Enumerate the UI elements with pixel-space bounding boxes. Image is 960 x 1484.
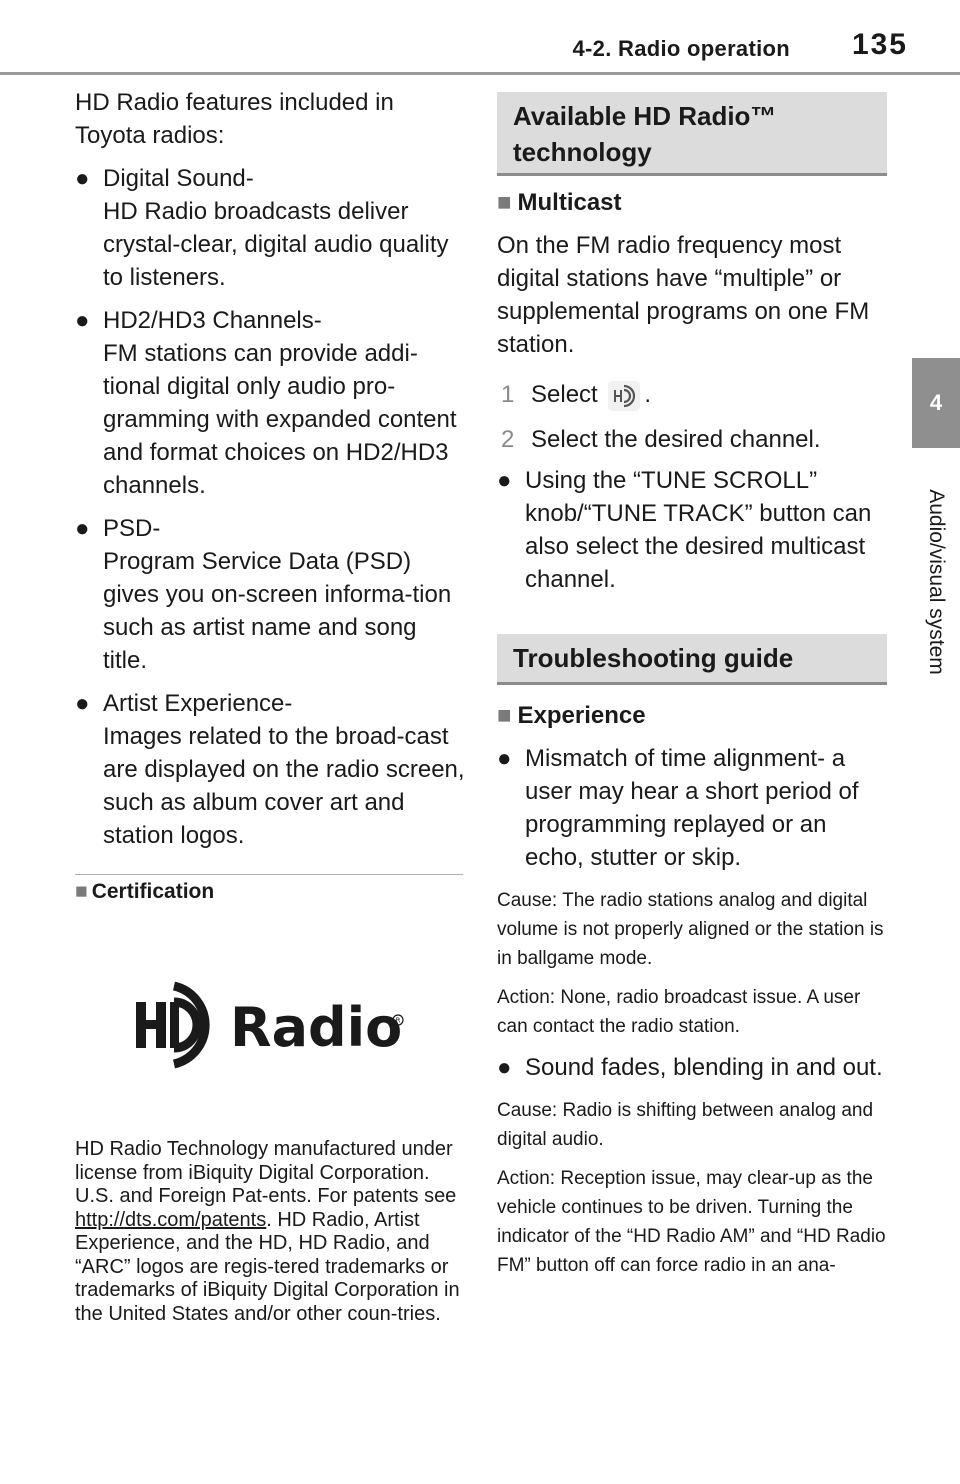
experience-heading-text: Experience (517, 702, 646, 729)
chapter-label-text: Audio/visual system (925, 489, 949, 675)
chapter-label: Audio/visual system (916, 462, 956, 702)
feature-item: ● Digital Sound- HD Radio broadcasts del… (75, 162, 465, 294)
multicast-heading-text: Multicast (517, 189, 622, 216)
feature-item: ● HD2/HD3 Channels- FM stations can prov… (75, 304, 465, 502)
square-icon: ■ (497, 189, 512, 216)
step-number: 1 (501, 381, 515, 408)
step-1: 1 Select . (497, 378, 887, 411)
bullet-icon: ● (75, 690, 90, 717)
square-icon: ■ (75, 880, 88, 903)
issue-action: Action: None, radio broadcast issue. A u… (497, 987, 861, 1037)
page-number: 135 (851, 28, 908, 61)
issue-text: Sound fades, blending in and out. (525, 1054, 883, 1081)
hd-radio-logo: Radio R (136, 981, 404, 1069)
bullet-icon: ● (75, 515, 90, 542)
step-text: Select the desired channel. (531, 426, 821, 453)
experience-heading: ■Experience (497, 699, 887, 732)
patents-link[interactable]: http://dts.com/patents (75, 1208, 267, 1231)
certification-divider (75, 874, 463, 875)
multicast-description: On the FM radio frequency most digital s… (497, 232, 870, 358)
feature-body: FM stations can provide addi-tional digi… (103, 340, 457, 499)
issue-item: ● Mismatch of time alignment- a user may… (497, 742, 887, 874)
section-heading-troubleshooting: Troubleshooting guide (497, 634, 887, 685)
svg-text:Radio: Radio (230, 996, 402, 1059)
hd-icon (608, 380, 641, 411)
feature-title: Digital Sound- (103, 165, 254, 192)
step-number: 2 (501, 426, 515, 453)
feature-body: HD Radio broadcasts deliver crystal-clea… (103, 198, 449, 291)
certification-heading: ■Certification (75, 880, 214, 904)
issue-cause: Cause: The radio stations analog and dig… (497, 890, 884, 969)
feature-title: Artist Experience- (103, 690, 293, 717)
feature-body: Images related to the broad-cast are dis… (103, 723, 465, 849)
bullet-icon: ● (75, 307, 90, 334)
bullet-icon: ● (497, 467, 512, 494)
right-column: Available HD Radio™ technology ■Multicas… (497, 92, 887, 1280)
issue-text: Mismatch of time alignment- a user may h… (525, 745, 859, 871)
multicast-note-text: Using the “TUNE SCROLL” knob/“TUNE TRACK… (525, 467, 872, 593)
issue-cause: Cause: Radio is shifting between analog … (497, 1100, 874, 1150)
section-heading-hd-technology: Available HD Radio™ technology (497, 92, 887, 176)
feature-title: HD2/HD3 Channels- (103, 307, 322, 334)
certification-legal-text: HD Radio Technology manufactured under l… (75, 1138, 463, 1326)
certification-heading-text: Certification (91, 880, 215, 903)
issue-action: Action: Reception issue, may clear-up as… (497, 1168, 886, 1276)
legal-text-part2: . HD Radio, Artist Experience, and the H… (75, 1208, 460, 1325)
section-title: 4-2. Radio operation (572, 36, 790, 61)
left-column: HD Radio features included in Toyota rad… (75, 86, 465, 852)
issue-item: ● Sound fades, blending in and out. (497, 1051, 887, 1084)
bullet-icon: ● (75, 165, 90, 192)
feature-item: ● PSD- Program Service Data (PSD) gives … (75, 512, 465, 677)
chapter-tab: 4 (912, 358, 960, 448)
square-icon: ■ (497, 702, 512, 729)
step-text: Select (531, 381, 598, 408)
step-text-end: . (644, 381, 652, 408)
header-divider (0, 72, 960, 75)
svg-text:R: R (396, 1017, 401, 1025)
feature-title: PSD- (103, 515, 161, 542)
step-2: 2 Select the desired channel. (497, 423, 887, 456)
multicast-note: ● Using the “TUNE SCROLL” knob/“TUNE TRA… (497, 464, 887, 596)
features-intro: HD Radio features included in Toyota rad… (75, 89, 394, 149)
multicast-heading: ■Multicast (497, 186, 887, 219)
feature-item: ● Artist Experience- Images related to t… (75, 687, 465, 852)
feature-body: Program Service Data (PSD) gives you on-… (103, 548, 452, 674)
bullet-icon: ● (497, 745, 512, 772)
legal-text-part1: HD Radio Technology manufactured under l… (75, 1138, 457, 1207)
bullet-icon: ● (497, 1054, 512, 1081)
